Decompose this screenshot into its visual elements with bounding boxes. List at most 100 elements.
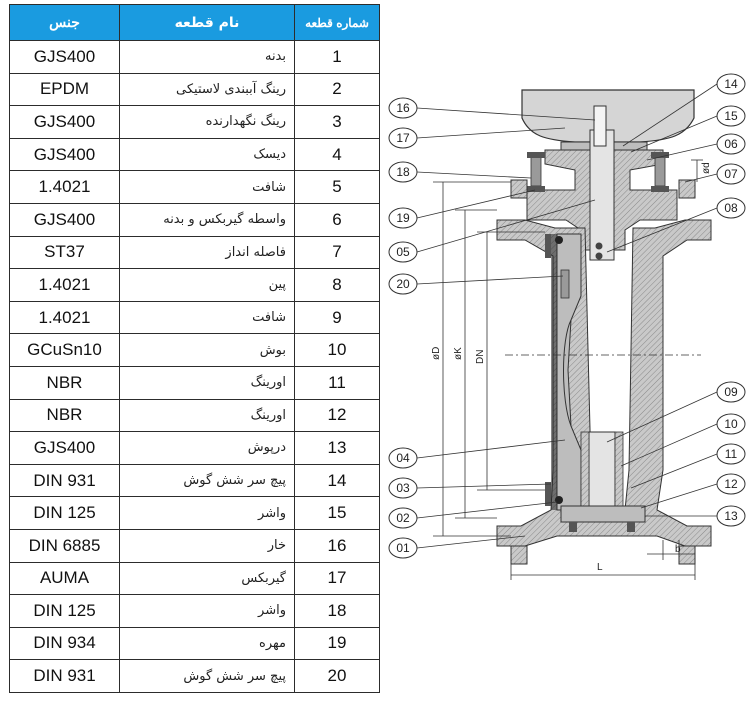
part-number: 4 bbox=[294, 137, 380, 172]
part-material: GJS400 bbox=[9, 137, 120, 172]
part-name: واشر bbox=[119, 496, 295, 530]
part-material: DIN 6885 bbox=[9, 528, 120, 563]
callout-03: 03 bbox=[388, 477, 552, 499]
callout-label: 19 bbox=[396, 211, 410, 225]
part-number: 9 bbox=[294, 300, 380, 335]
part-number: 1 bbox=[294, 40, 380, 74]
callout-label: 12 bbox=[724, 477, 738, 491]
callout-label: 09 bbox=[724, 385, 738, 399]
callout-02: 02 bbox=[388, 501, 558, 529]
part-material: 1.4021 bbox=[9, 300, 120, 335]
part-name: فاصله انداز bbox=[119, 235, 295, 270]
callout-label: 01 bbox=[396, 541, 410, 555]
dim-K: øK bbox=[453, 347, 464, 360]
callout-label: 15 bbox=[724, 109, 738, 123]
callout-04: 04 bbox=[388, 439, 566, 469]
callout-01: 01 bbox=[388, 535, 526, 559]
part-name: شافت bbox=[119, 170, 295, 204]
part-material: ST37 bbox=[9, 235, 120, 270]
part-number: 5 bbox=[294, 170, 380, 204]
dimension-lines bbox=[433, 159, 703, 580]
part-number: 16 bbox=[294, 528, 380, 563]
header-material: جنس bbox=[9, 4, 120, 41]
part-name: پیچ سر شش گوش bbox=[119, 659, 295, 693]
part-number: 15 bbox=[294, 496, 380, 530]
part-material: EPDM bbox=[9, 72, 120, 107]
upper-shaft-shape bbox=[589, 105, 615, 261]
dim-D: øD bbox=[431, 347, 442, 360]
part-number: 18 bbox=[294, 594, 380, 628]
callout-label: 02 bbox=[396, 511, 410, 525]
part-material: AUMA bbox=[9, 561, 120, 596]
part-number: 10 bbox=[294, 333, 380, 367]
callout-label: 06 bbox=[724, 137, 738, 151]
callout-13: 13 bbox=[645, 505, 746, 527]
callout-label: 11 bbox=[725, 447, 738, 461]
callout-16: 16 bbox=[388, 97, 596, 121]
part-number: 20 bbox=[294, 659, 380, 693]
part-material: DIN 931 bbox=[9, 463, 120, 498]
part-number: 19 bbox=[294, 626, 380, 661]
dim-L: L bbox=[597, 562, 603, 573]
callout-label: 20 bbox=[396, 277, 410, 291]
callout-label: 14 bbox=[724, 77, 738, 91]
callout-09: 09 bbox=[606, 381, 746, 443]
dim-b: b bbox=[675, 544, 681, 555]
callout-11: 11 bbox=[630, 443, 746, 489]
part-material: GJS400 bbox=[9, 40, 120, 74]
callout-label: 17 bbox=[396, 131, 410, 145]
part-number: 13 bbox=[294, 431, 380, 465]
header-part-name: نام قطعه bbox=[119, 4, 295, 41]
callout-18: 18 bbox=[388, 161, 532, 183]
part-name: پین bbox=[119, 268, 295, 302]
part-name: بدنه bbox=[119, 40, 295, 74]
cover-shape bbox=[560, 505, 646, 532]
callout-label: 13 bbox=[724, 509, 738, 523]
part-material: 1.4021 bbox=[9, 268, 120, 302]
callout-08: 08 bbox=[606, 197, 746, 253]
part-name: گیربکس bbox=[119, 561, 295, 596]
part-number: 17 bbox=[294, 561, 380, 596]
part-name: رینگ آببندی لاستیکی bbox=[119, 72, 295, 107]
table-header-row: جنس نام قطعه شماره قطعه bbox=[9, 4, 380, 41]
part-material: DIN 934 bbox=[9, 626, 120, 661]
callout-19: 19 bbox=[388, 189, 536, 229]
part-material: DIN 931 bbox=[9, 659, 120, 693]
callout-15: 15 bbox=[630, 105, 746, 153]
part-number: 7 bbox=[294, 235, 380, 270]
part-material: DIN 125 bbox=[9, 594, 120, 628]
dim-d: ød bbox=[701, 162, 712, 174]
callout-06: 06 bbox=[646, 133, 746, 161]
callout-07: 07 bbox=[684, 163, 746, 185]
part-number: 3 bbox=[294, 105, 380, 139]
part-number: 11 bbox=[294, 365, 380, 400]
part-name: اورینگ bbox=[119, 365, 295, 400]
part-name: واسطه گیربکس و بدنه bbox=[119, 202, 295, 237]
part-name: بوش bbox=[119, 333, 295, 367]
part-material: GJS400 bbox=[9, 202, 120, 237]
callout-14: 14 bbox=[622, 73, 746, 147]
part-material: GJS400 bbox=[9, 105, 120, 139]
callout-label: 18 bbox=[396, 165, 410, 179]
part-number: 2 bbox=[294, 72, 380, 107]
dim-DN: DN bbox=[475, 350, 486, 364]
